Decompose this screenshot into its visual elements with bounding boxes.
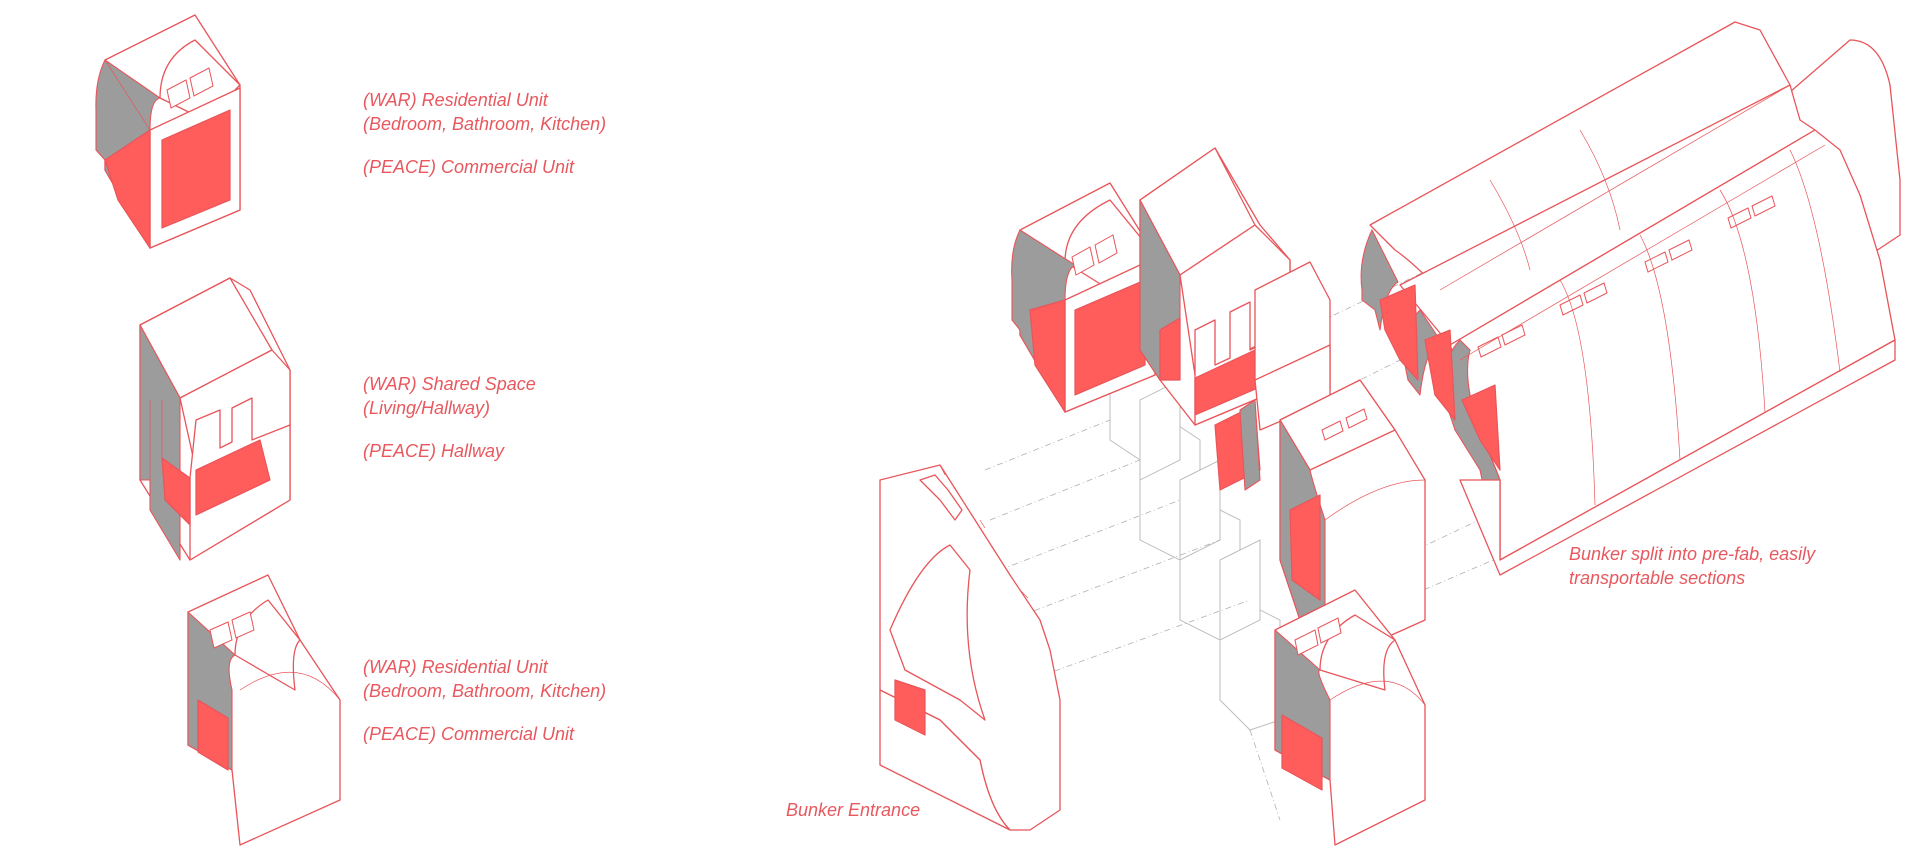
unit2-peace-label: (PEACE) Hallway bbox=[363, 441, 505, 461]
bunker-core-ghost bbox=[1109, 349, 1281, 731]
unit3-war-label: (WAR) Residential Unit bbox=[363, 657, 548, 677]
bunker-split-label-line2: transportable sections bbox=[1569, 568, 1746, 588]
exploded-end-module-e bbox=[1274, 589, 1426, 846]
unit1-peace-label: (PEACE) Commercial Unit bbox=[363, 157, 575, 177]
unit3-peace-label: (PEACE) Commercial Unit bbox=[363, 724, 575, 744]
exploded-residential-module-a bbox=[1011, 182, 1156, 413]
exploded-long-module-d bbox=[1279, 379, 1426, 666]
unit2-war-detail-label: (Living/Hallway) bbox=[363, 398, 491, 418]
unit1-war-label: (WAR) Residential Unit bbox=[363, 90, 548, 110]
unit3-war-detail-label: (Bedroom, Bathroom, Kitchen) bbox=[363, 681, 607, 701]
exploded-shared-module-c bbox=[1214, 261, 1331, 491]
unit1-war-detail-label: (Bedroom, Bathroom, Kitchen) bbox=[363, 114, 607, 134]
assembled-bunker bbox=[1360, 21, 1901, 576]
bunker-entrance-block bbox=[879, 464, 1061, 831]
unit2-war-label: (WAR) Shared Space bbox=[363, 374, 536, 394]
residential-unit-module-bottom bbox=[187, 574, 341, 846]
shared-space-module bbox=[139, 277, 291, 561]
bunker-entrance-label: Bunker Entrance bbox=[786, 800, 921, 820]
residential-unit-module-top bbox=[95, 14, 241, 249]
bunker-split-label-line1: Bunker split into pre-fab, easily bbox=[1569, 544, 1816, 564]
